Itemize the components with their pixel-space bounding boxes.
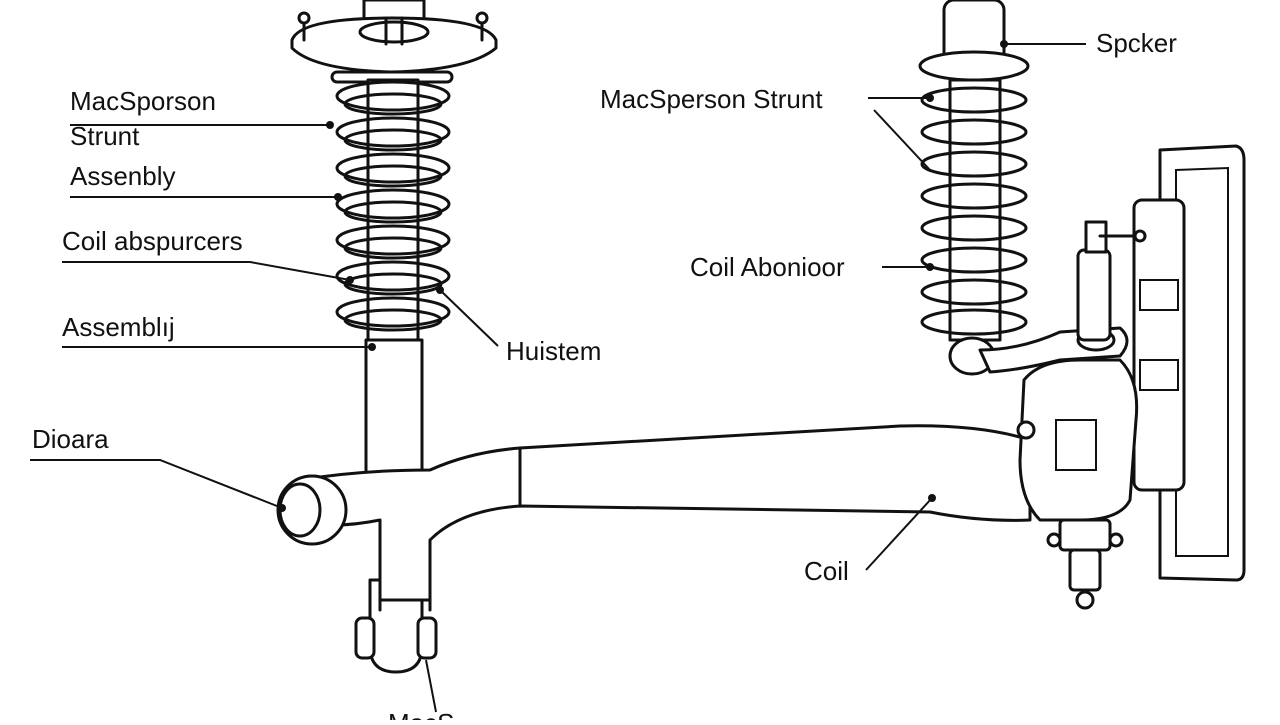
label-bottom-cut: MacS [388, 708, 454, 720]
brake-caliper [1132, 198, 1186, 492]
lower-control-arm [276, 424, 1032, 612]
label-speaker: Spcker [1096, 28, 1177, 58]
hub-assembly [1016, 144, 1246, 610]
left-strut [290, 0, 498, 674]
label-hub-stem: Huistem [506, 336, 601, 366]
label-assembly-left: Assemblıj [62, 312, 175, 342]
label-coil-absorber-right: Coil Abonioor [690, 252, 845, 282]
label-left-assembly-line2: Strunt [70, 121, 140, 151]
right-spring-seat [918, 50, 1030, 82]
hub-stud [1076, 248, 1112, 342]
label-coil-absorber-left: Coil abspurcers [62, 226, 243, 256]
ball-joint [1058, 518, 1112, 552]
left-mount-boss [358, 20, 430, 44]
left-coil-spring [335, 80, 451, 332]
label-coil-bottom: Coil [804, 556, 849, 586]
steering-knuckle [1018, 358, 1139, 522]
label-left-assembly-line1: MacSporson [70, 86, 216, 116]
right-coil-spring [920, 86, 1028, 336]
control-arm-body [298, 424, 1032, 602]
left-shock-body [366, 78, 420, 352]
label-right-strut: MacSperson Strunt [600, 84, 823, 114]
label-left-assembly-line3: Assenbly [70, 161, 176, 191]
leader-lines [30, 40, 1086, 713]
left-lower-tube [364, 338, 424, 492]
label-diodra: Dioara [32, 424, 109, 454]
left-top-mount [290, 16, 498, 74]
